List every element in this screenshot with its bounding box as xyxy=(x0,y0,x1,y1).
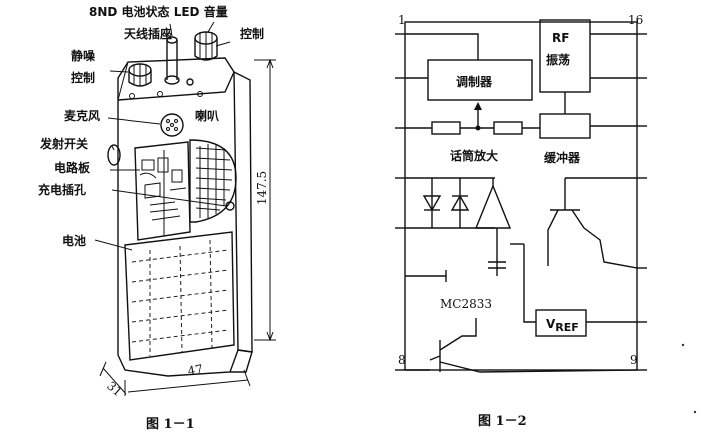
buffer-label: 缓冲器 xyxy=(544,150,581,165)
led-indicator xyxy=(186,78,194,86)
chip-name: MC2833 xyxy=(440,297,492,311)
label-ptt: 发射开关 xyxy=(39,136,88,151)
pin-8: 8 xyxy=(398,353,406,367)
label-antenna: 天线插座 xyxy=(124,26,172,41)
rf-label-1: RF xyxy=(552,31,569,45)
radio-body-front xyxy=(117,57,239,377)
dim-height: 147.5 xyxy=(254,58,276,342)
dim-depth-label: 31 xyxy=(104,379,125,400)
label-mute-1: 静噪 xyxy=(71,48,96,63)
label-control-right: 控制 xyxy=(240,26,264,41)
rf-label-2: 振荡 xyxy=(546,52,570,67)
label-charge: 充电插孔 xyxy=(38,182,86,197)
dim-height-label: 147.5 xyxy=(255,171,269,205)
pin-16: 16 xyxy=(628,13,643,27)
caption-right: 图 1－2 xyxy=(478,414,527,429)
scan-dot xyxy=(681,343,685,347)
dim-width: 47 xyxy=(124,362,251,396)
radio-figure: 147.5 47 31 8ND 电池状态 LED 音量 天线插座 控制 静噪 xyxy=(38,4,276,432)
output-transistor xyxy=(405,318,638,373)
microphone xyxy=(160,113,184,137)
speaker xyxy=(189,139,237,223)
label-top: 8ND 电池状态 LED 音量 xyxy=(89,4,228,19)
caption-left: 图 1－1 xyxy=(146,417,195,432)
pin-9: 9 xyxy=(630,353,638,367)
label-mic: 麦克风 xyxy=(64,108,100,123)
modulator-label: 调制器 xyxy=(456,74,493,89)
scan-dot xyxy=(693,410,697,414)
vref-block xyxy=(535,309,587,337)
dim-depth: 31 xyxy=(99,361,127,400)
label-pcb: 电路板 xyxy=(54,160,91,175)
volume-knob xyxy=(194,31,218,61)
vref-label: VREF xyxy=(546,317,579,334)
battery-pack xyxy=(124,231,235,361)
ptt-button xyxy=(107,144,121,166)
circuit-board xyxy=(134,141,191,241)
dim-width-label: 47 xyxy=(187,362,204,378)
chip-outline xyxy=(404,21,638,371)
block-diagram: 1 16 8 9 调制器 RF 振荡 缓冲器 xyxy=(395,13,647,429)
label-mute-2: 控制 xyxy=(71,70,95,85)
pin-1: 1 xyxy=(398,13,406,27)
label-battery: 电池 xyxy=(62,233,86,248)
radio-top-panel xyxy=(117,71,235,101)
buffer-transistor xyxy=(547,177,638,269)
label-speaker: 喇叭 xyxy=(195,108,219,123)
buffer-block xyxy=(539,113,591,139)
mic-amplifier xyxy=(405,177,512,276)
antenna-socket xyxy=(164,36,180,85)
squelch-knob xyxy=(128,63,152,87)
radio-body-side-bottom xyxy=(230,349,253,373)
modulator-block xyxy=(427,59,533,101)
mic-amp-label: 话筒放大 xyxy=(450,148,498,163)
